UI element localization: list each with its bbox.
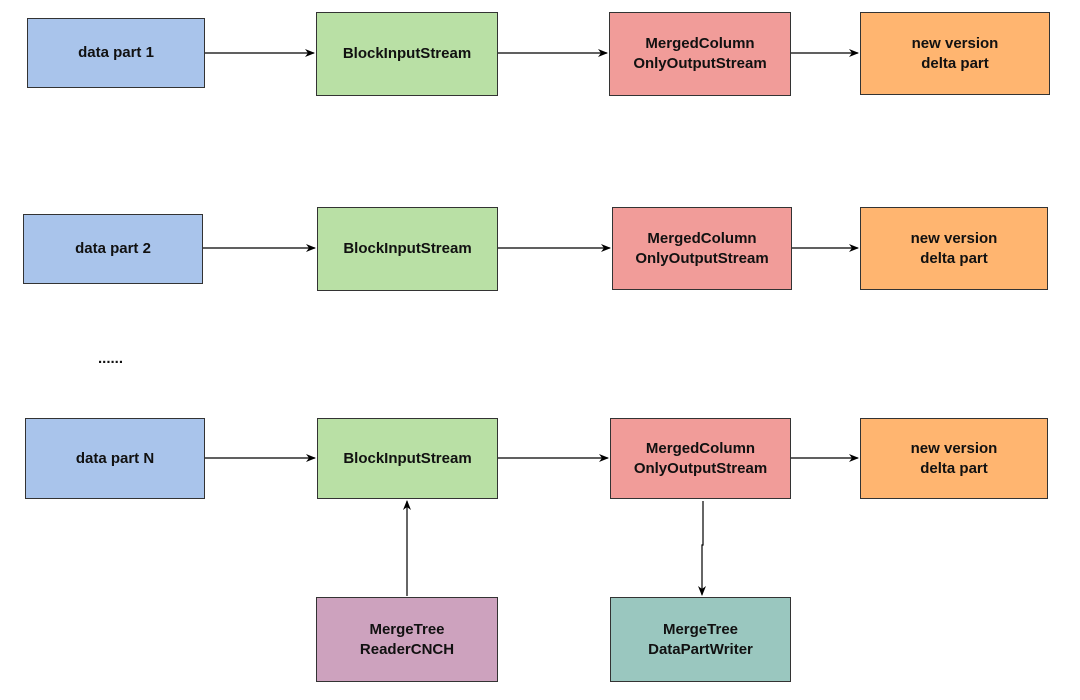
node-label-line2: delta part bbox=[921, 54, 989, 72]
block-input-stream-node-n: BlockInputStream bbox=[317, 418, 498, 499]
merge-tree-data-part-writer-node: MergeTree DataPartWriter bbox=[610, 597, 791, 682]
node-label-line1: MergedColumn bbox=[645, 439, 756, 457]
delta-part-node-2: new version delta part bbox=[860, 207, 1048, 290]
node-label-line1: new version bbox=[911, 34, 999, 52]
merge-tree-reader-cnch-node: MergeTree ReaderCNCH bbox=[316, 597, 498, 682]
edge-writer-to-merge-tree-writer bbox=[698, 501, 706, 596]
node-label-line2: OnlyOutputStream bbox=[633, 55, 767, 72]
block-input-stream-node-1: BlockInputStream bbox=[316, 12, 498, 96]
node-label-line1: MergedColumn bbox=[647, 229, 757, 247]
node-label: data part 1 bbox=[78, 44, 154, 61]
delta-part-node-n: new version delta part bbox=[860, 418, 1048, 499]
node-label: BlockInputStream bbox=[343, 449, 472, 467]
node-label-line2: delta part bbox=[920, 459, 988, 477]
node-label-line2: ReaderCNCH bbox=[359, 640, 455, 658]
node-label: BlockInputStream bbox=[343, 240, 472, 257]
node-label-line1: new version bbox=[910, 439, 998, 457]
node-label-line2: delta part bbox=[920, 249, 988, 267]
node-label-line1: MergeTree bbox=[369, 620, 445, 638]
ellipsis-text: ...... bbox=[98, 350, 124, 367]
data-part-2-node: data part 2 bbox=[23, 214, 203, 284]
node-label: data part 2 bbox=[75, 240, 151, 257]
node-label-line2: OnlyOutputStream bbox=[633, 459, 768, 477]
merged-column-output-stream-node-1: MergedColumn OnlyOutputStream bbox=[609, 12, 791, 96]
node-label: BlockInputStream bbox=[342, 45, 472, 62]
merged-column-output-stream-node-2: MergedColumn OnlyOutputStream bbox=[612, 207, 792, 290]
node-label-line2: DataPartWriter bbox=[648, 640, 753, 658]
node-label-line1: MergedColumn bbox=[645, 35, 755, 52]
node-label-line1: new version bbox=[910, 229, 998, 247]
data-part-1-node: data part 1 bbox=[27, 18, 205, 88]
merged-column-output-stream-node-n: MergedColumn OnlyOutputStream bbox=[610, 418, 791, 499]
data-part-n-node: data part N bbox=[25, 418, 205, 499]
block-input-stream-node-2: BlockInputStream bbox=[317, 207, 498, 291]
delta-part-node-1: new version delta part bbox=[860, 12, 1050, 95]
node-label: data part N bbox=[75, 449, 155, 467]
node-label-line2: OnlyOutputStream bbox=[635, 249, 769, 267]
node-label-line1: MergeTree bbox=[662, 620, 739, 638]
